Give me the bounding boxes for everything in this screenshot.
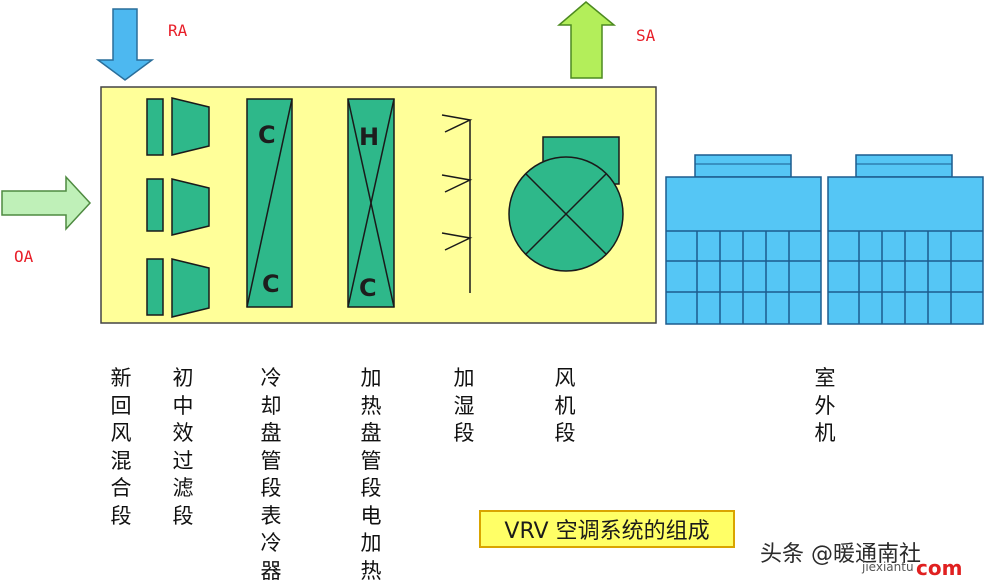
oa-label: OA [14,247,34,266]
mixing-damper [146,178,164,232]
label-prefilter-section: 初中效过滤段 [172,366,194,528]
humidifier-spray-icon [441,174,473,193]
label-outdoor-unit: 室外机 [814,366,836,445]
outdoor-unit [665,154,822,325]
oa-arrow-icon [1,175,92,231]
ra-arrow-icon [95,8,155,81]
filter-shape [171,258,210,318]
label-heating-section: 加热盘管段电加热 [360,366,382,583]
diagram-title: VRV 空调系统的组成 [479,510,735,548]
fan-blade [525,173,607,255]
heating-coil-letter-top: H [359,123,379,151]
filter-shape [171,178,210,236]
mixing-damper [146,98,164,156]
cooling-coil-letter-bottom: C [262,270,280,298]
label-fan-section: 风机段 [554,366,576,445]
watermark-logo: com [916,556,963,580]
ra-label: RA [168,21,188,40]
watermark-text: 头条 @暖通南社 [760,542,921,567]
watermark-site: jiexiantu [862,560,914,574]
filter-shape [171,97,210,156]
label-humidify-section: 加湿段 [453,366,475,445]
mixing-damper [146,258,164,316]
outdoor-unit [827,154,984,325]
cooling-coil-letter-top: C [258,121,276,149]
sa-label: SA [636,26,656,45]
heating-coil-diagonal [347,98,395,308]
sa-arrow-icon [556,1,617,79]
cooling-coil-diagonal [246,98,293,308]
label-mixing-section: 新回风混合段 [110,366,132,528]
humidifier-spray-icon [441,232,473,251]
label-cooling-section: 冷却盘管段表冷器 [260,366,282,583]
heating-coil-letter-bottom: C [359,274,377,302]
humidifier-spray-icon [441,114,473,133]
